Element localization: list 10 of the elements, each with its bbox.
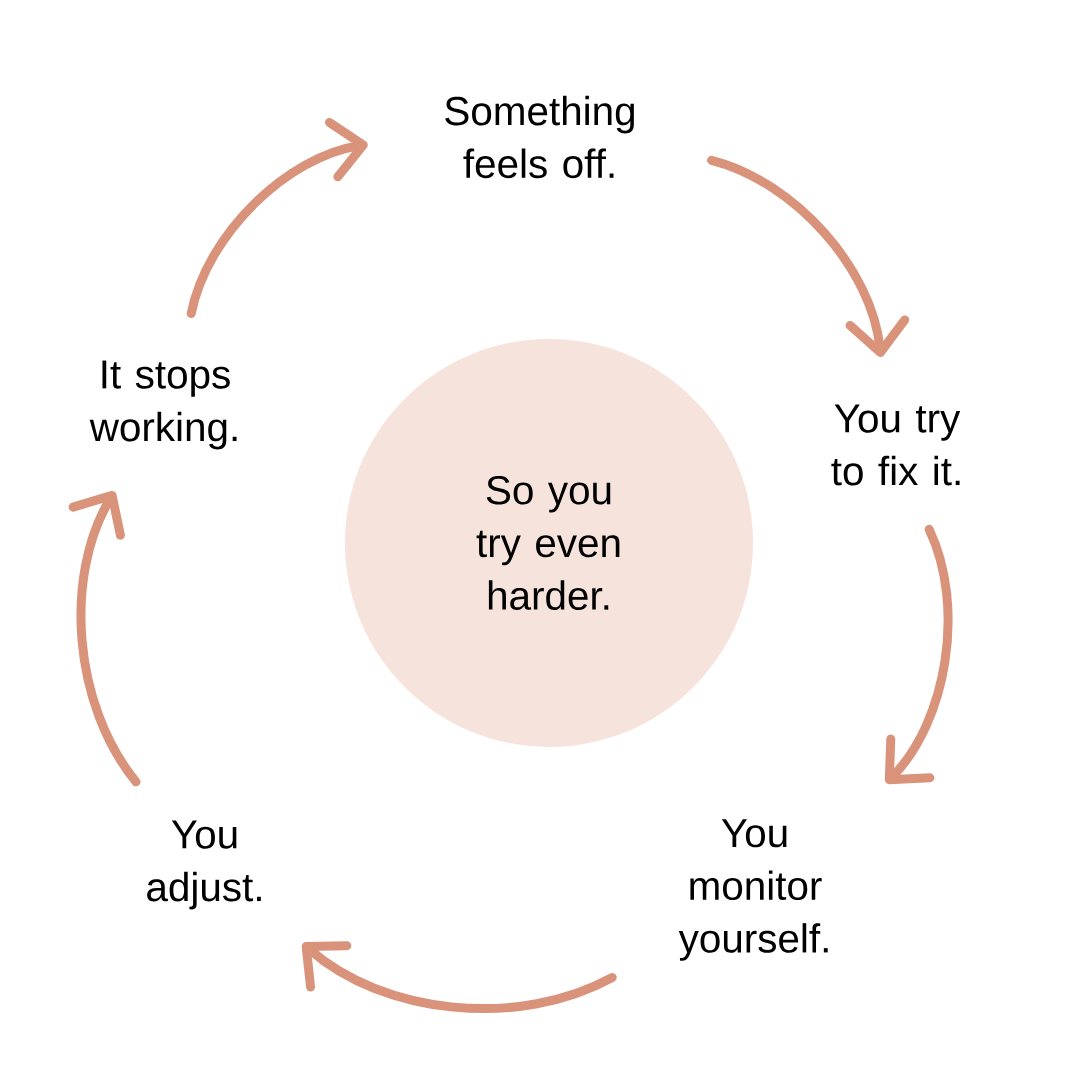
arrow [301, 941, 617, 1014]
step-text: You monitor yourself. [678, 819, 828, 961]
step-text: You adjust. [147, 820, 261, 910]
arrow [68, 490, 141, 787]
arrow [186, 117, 368, 319]
arrow [884, 524, 953, 785]
step-text: Something feels off. [445, 95, 634, 179]
step-text: You try to fix it. [831, 404, 961, 486]
arrow [707, 155, 910, 357]
step-text: It stops working. [89, 360, 237, 450]
